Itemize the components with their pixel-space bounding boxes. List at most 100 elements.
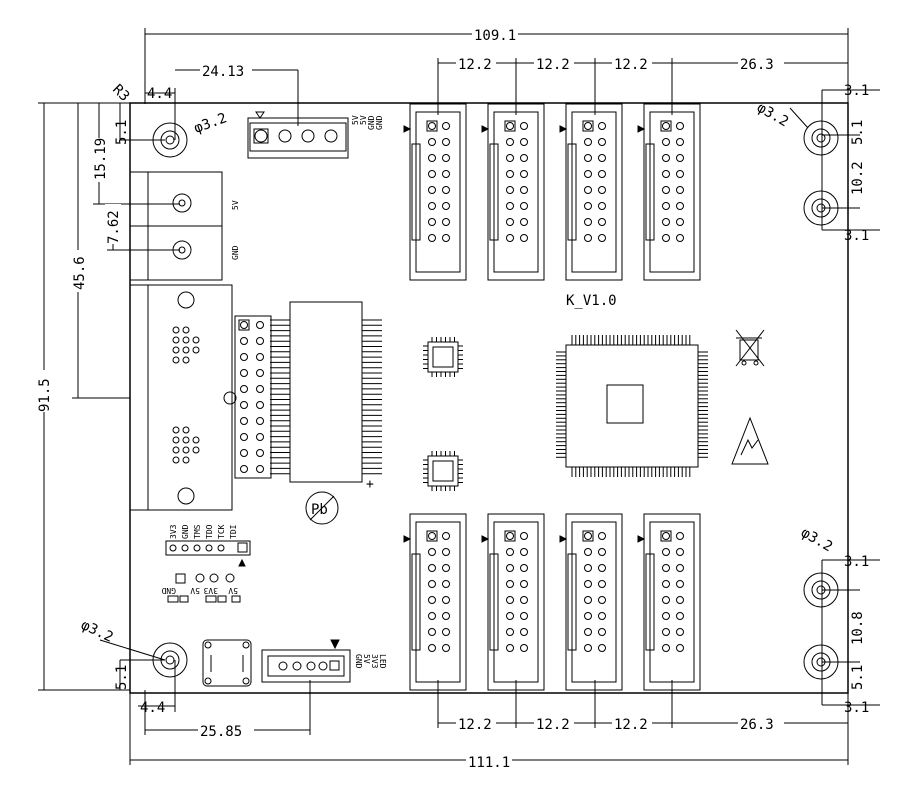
soic-plus: + (366, 477, 374, 492)
qfn-chip-bottom (423, 451, 463, 491)
dim-right-bottom: 26.3 (740, 717, 774, 733)
jack-label-5v: 5V (231, 200, 240, 210)
dim-bottom-left: 25.85 4.4 5.1 φ3.2 (78, 617, 311, 740)
weee-bin-icon (735, 329, 765, 367)
jtag-label-tms: TMS (193, 524, 202, 539)
dim-3-1-c: 3.1 (844, 554, 869, 570)
mounting-holes (152, 120, 839, 680)
jumper-label-2: 5V (190, 586, 200, 595)
box-header-top-1 (403, 103, 467, 281)
dim-right-top-holes: 3.1 3.1 5.1 10.2 φ3.2 (754, 83, 880, 244)
dim-pitch-2: 12.2 (536, 57, 570, 73)
power-label-4: GND (375, 115, 384, 130)
dim-10-8: 10.8 (850, 611, 866, 645)
jumper-label-3: 3V3 (203, 586, 218, 595)
dim-45-6: 45.6 (70, 103, 130, 399)
dim-right-top: 26.3 (740, 57, 774, 73)
dim-width-bottom-text: 111.1 (468, 755, 510, 771)
bottom-conn-label-4: LED (378, 654, 387, 669)
dim-width-top: 109.1 (144, 24, 849, 104)
box-header-bottom-1 (403, 513, 467, 691)
box-header-bottom-2 (481, 513, 545, 691)
dim-3-1-b: 3.1 (844, 228, 869, 244)
dim-4-4-bl: 4.4 (140, 700, 165, 716)
bottom-conn-label-2: 5V (362, 654, 371, 664)
dim-7-62: 7.62 (105, 204, 180, 251)
power-jacks (129, 171, 223, 281)
jumper-label-1: GND (161, 586, 176, 595)
dim-pitch-3: 12.2 (614, 57, 648, 73)
led-connector (261, 639, 351, 683)
qfn-chip-top (423, 337, 463, 377)
dim-pitch-b1: 12.2 (458, 717, 492, 733)
box-header-bottom-3 (559, 513, 623, 691)
dim-radius: R3 (109, 82, 132, 105)
dim-4-4-tl: 4.4 (147, 86, 172, 102)
dim-pitch-1: 12.2 (458, 57, 492, 73)
dim-top-headers: 12.2 12.2 12.2 26.3 (437, 55, 848, 115)
dim-7-62-text: 7.62 (106, 210, 122, 244)
led-connector-labels: GND 5V 3V3 LED (354, 654, 387, 669)
push-button (202, 639, 252, 687)
dim-15-19-text: 15.19 (93, 138, 109, 180)
dim-5-1-br: 5.1 (850, 665, 866, 690)
db-connectors (129, 284, 237, 511)
pb-free-icon: Pb (305, 491, 339, 525)
jumper-labels: GND 5V 3V3 5V (161, 586, 238, 595)
jtag-label-tck: TCK (217, 524, 226, 539)
bottom-conn-label-1: GND (354, 654, 363, 669)
svg-text:Pb: Pb (311, 502, 328, 518)
dim-phi-tl: φ3.2 (192, 110, 229, 137)
box-header-top-4 (637, 103, 701, 281)
main-qfp-chip (556, 335, 708, 477)
dim-5-1-tl: 5.1 (114, 120, 130, 145)
dim-24-13: 24.13 (175, 62, 299, 126)
jtag-label-3v3: 3V3 (169, 524, 178, 539)
power-label-2: 5V (359, 115, 368, 125)
jtag-label-tdi: TDI (229, 524, 238, 539)
dim-phi-tr: φ3.2 (754, 100, 791, 131)
dim-pitch-b3: 12.2 (614, 717, 648, 733)
box-headers (403, 103, 701, 691)
box-header-top-3 (559, 103, 623, 281)
jtag-labels: 3V3 GND TMS TDO TCK TDI (169, 524, 238, 539)
dim-width-bottom: 111.1 (129, 690, 849, 771)
dim-10-2: 10.2 (850, 161, 866, 195)
dim-bottom-headers: 12.2 12.2 12.2 26.3 (437, 680, 848, 733)
jtag-header (165, 540, 251, 567)
jack-label-gnd: GND (231, 245, 240, 260)
jtag-label-gnd: GND (181, 524, 190, 539)
soic-chip (270, 301, 382, 483)
power-connector (247, 111, 349, 159)
dim-height: 91.5 (36, 102, 130, 691)
dim-right-bottom-holes: 3.1 3.1 10.8 5.1 φ3.2 (798, 525, 880, 716)
jtag-label-tdo: TDO (205, 524, 214, 539)
box-header-bottom-4 (637, 513, 701, 691)
dim-45-6-text: 45.6 (72, 256, 88, 290)
dim-phi-bl: φ3.2 (78, 617, 115, 646)
dim-height-text: 91.5 (37, 378, 53, 412)
dim-5-1-bl: 5.1 (114, 665, 130, 690)
jumper-label-4: 5V (228, 586, 238, 595)
dim-3-1-d: 3.1 (844, 700, 869, 716)
board-outline (129, 102, 849, 694)
dim-25-85: 25.85 (200, 724, 242, 740)
dim-24-13-text: 24.13 (202, 64, 244, 80)
power-label-3: GND (367, 115, 376, 130)
esd-warning-icon (731, 416, 769, 465)
left-pin-header (234, 315, 272, 479)
dim-pitch-b2: 12.2 (536, 717, 570, 733)
board-version-label: K_V1.0 (566, 293, 617, 309)
power-label-1: 5V (351, 115, 360, 125)
jumper-row (167, 573, 241, 603)
dim-top-left-hole: 5.1 4.4 R3 (102, 82, 176, 145)
dim-3-1-a: 3.1 (844, 83, 869, 99)
bottom-conn-label-3: 3V3 (370, 654, 379, 669)
dim-phi-br: φ3.2 (798, 525, 835, 556)
dim-15-19: 15.19 (91, 103, 180, 205)
box-header-top-2 (481, 103, 545, 281)
dim-5-1-tr: 5.1 (850, 120, 866, 145)
dim-width-top-text: 109.1 (474, 28, 516, 44)
